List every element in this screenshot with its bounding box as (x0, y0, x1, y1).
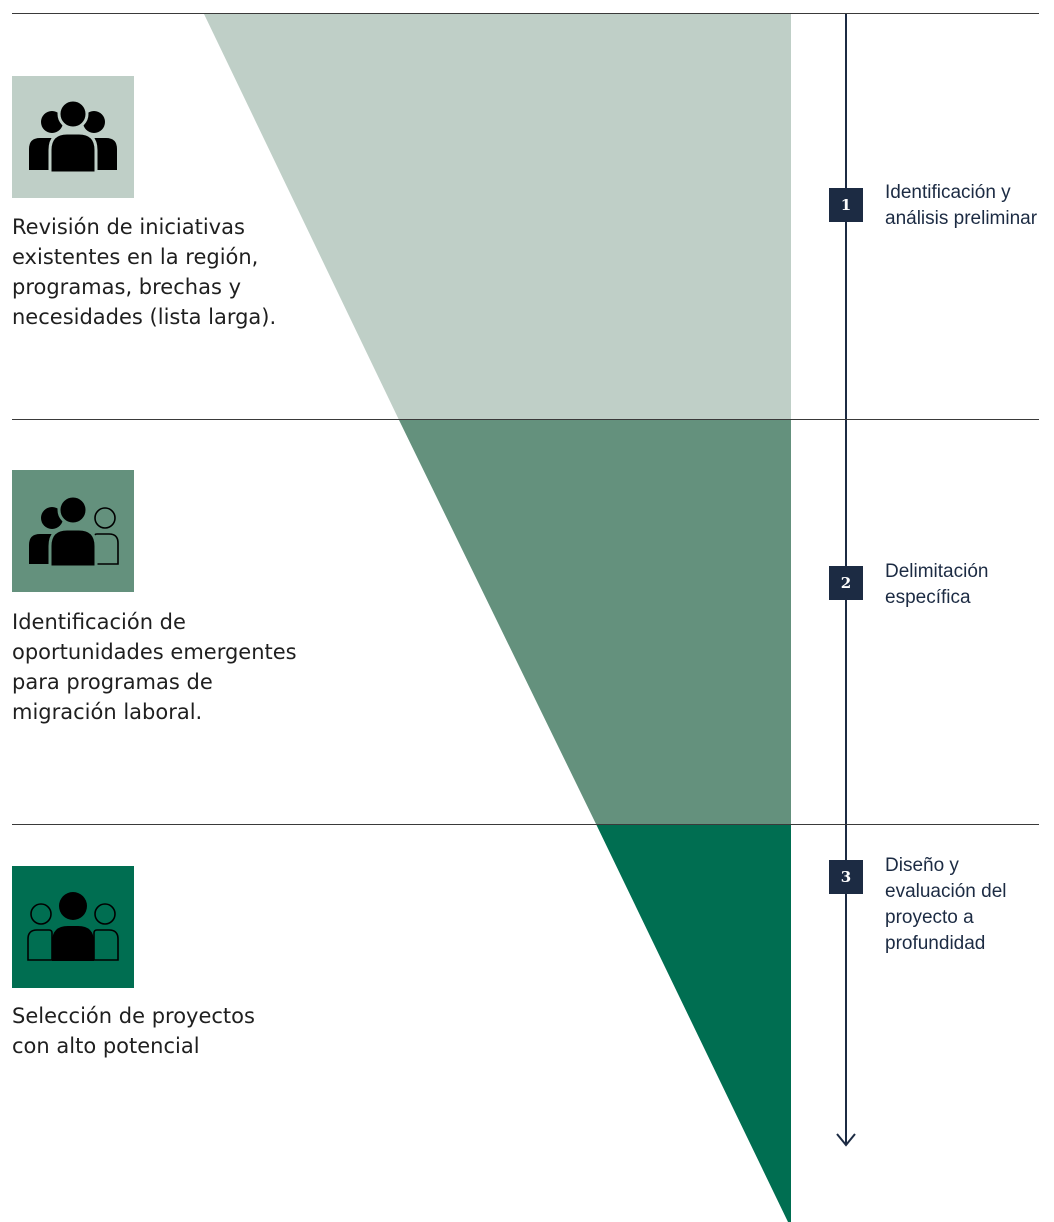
people-all-filled-icon (29, 98, 117, 175)
step-2-label: Delimitación específica (885, 561, 989, 608)
step-3-badge: 3 (829, 860, 863, 894)
divider-middle (12, 419, 1039, 420)
stage-1-description: Revisión de iniciativas existentes en la… (12, 215, 277, 329)
step-2-badge: 2 (829, 566, 863, 600)
people-two-filled-one-outline-icon (29, 494, 119, 569)
funnel-stage-3 (596, 824, 791, 1222)
people-one-filled-two-outline-icon (27, 892, 119, 961)
funnel-stage-2 (399, 420, 791, 824)
funnel-stage-1 (204, 14, 791, 420)
timeline-arrowhead (836, 1133, 856, 1147)
step-3-label: Diseño y evaluación del proyecto a profu… (885, 855, 1007, 954)
step-1-label: Identificación y análisis preliminar (885, 182, 1038, 229)
stage-3-description: Selección de proyectos con alto potencia… (12, 1004, 255, 1058)
stage-1-icon-box (12, 76, 134, 198)
divider-top (12, 13, 1039, 14)
divider-bottom (12, 824, 1039, 825)
stage-2-icon-box (12, 470, 134, 592)
stage-3-icon-box (12, 866, 134, 988)
step-1-badge: 1 (829, 188, 863, 222)
stage-2-description: Identificación de oportunidades emergent… (12, 610, 297, 724)
